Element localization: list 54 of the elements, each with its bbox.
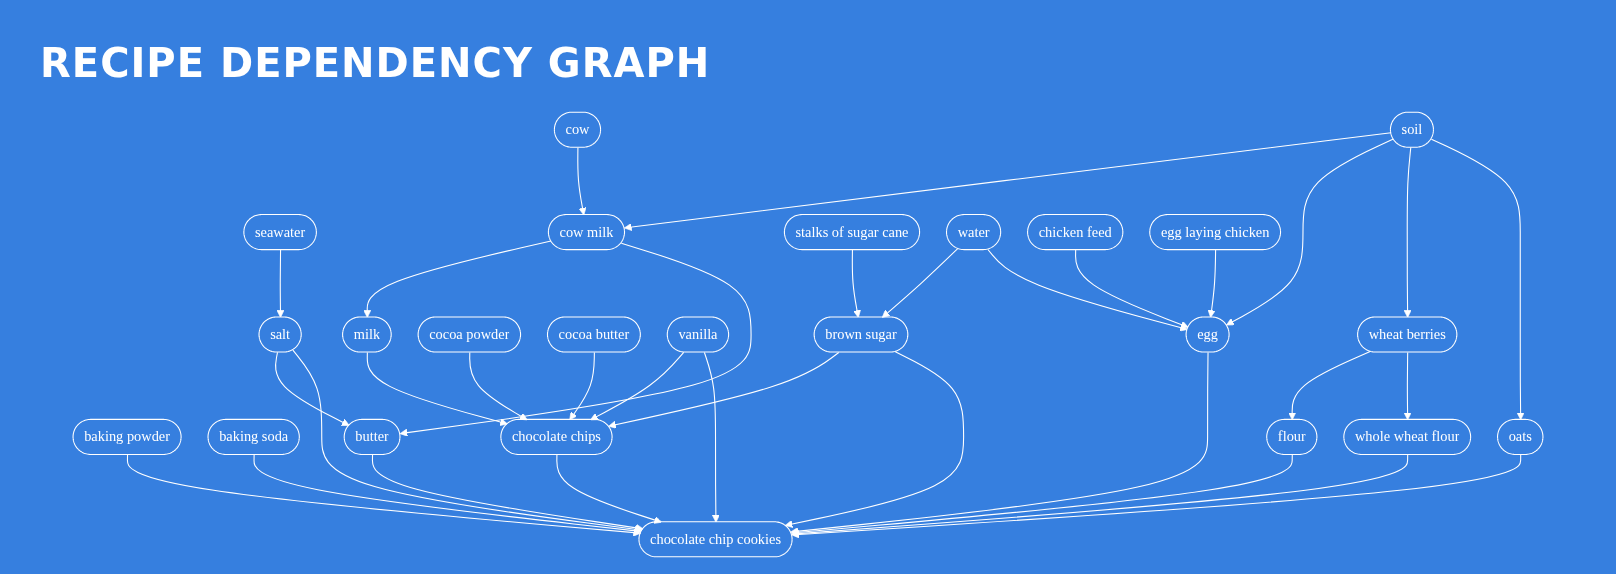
- arrow: [1207, 249, 1217, 318]
- arrow: [881, 248, 959, 318]
- node-text: cocoa powder: [429, 326, 510, 342]
- node-text: stalks of sugar cane: [795, 224, 909, 240]
- node-text: oats: [1508, 428, 1532, 445]
- arrow: [276, 249, 285, 318]
- arrow: [556, 454, 662, 524]
- arrow: [253, 454, 642, 535]
- node-text: flour: [1277, 428, 1306, 445]
- node-text: salt: [270, 326, 291, 342]
- arrow: [126, 454, 642, 537]
- arrow: [851, 249, 861, 318]
- node-text: baking soda: [219, 428, 289, 445]
- arrow: [371, 454, 644, 532]
- arrow: [366, 351, 508, 426]
- node-text: egg laying chicken: [1160, 224, 1270, 240]
- arrow: [469, 351, 528, 421]
- node-text: cocoa butter: [558, 326, 630, 342]
- node-text: seawater: [254, 224, 306, 240]
- arrow: [577, 147, 587, 216]
- node-text: vanilla: [678, 326, 718, 342]
- arrow: [399, 242, 752, 437]
- arrow: [569, 351, 595, 421]
- arrow: [608, 351, 840, 429]
- node-text: chicken feed: [1038, 224, 1112, 240]
- arrow: [1075, 249, 1189, 329]
- arrow: [275, 351, 350, 426]
- node-text: cow milk: [559, 224, 614, 240]
- arrow: [703, 351, 720, 523]
- arrow: [590, 351, 685, 421]
- arrow: [1403, 147, 1412, 318]
- diagram-title: RECIPE DEPENDENCY GRAPH: [40, 40, 711, 86]
- node-text: wheat berries: [1368, 326, 1446, 342]
- arrow: [791, 454, 1522, 539]
- node-text: egg: [1197, 326, 1218, 342]
- arrow: [987, 249, 1188, 332]
- node-text: whole wheat flour: [1354, 428, 1460, 445]
- node-text: chocolate chips: [511, 428, 601, 445]
- node-text: baking powder: [84, 428, 170, 445]
- node-text: butter: [355, 428, 389, 445]
- arrow: [363, 240, 552, 318]
- node-text: water: [957, 224, 990, 240]
- arrow: [784, 351, 965, 528]
- arrow: [624, 132, 1392, 231]
- arrow: [292, 349, 643, 534]
- arrow: [1226, 138, 1394, 326]
- node-text: milk: [353, 326, 381, 342]
- node-text: soil: [1401, 121, 1423, 137]
- arrow: [1430, 138, 1525, 421]
- node-text: cow: [565, 121, 590, 137]
- arrow: [1288, 351, 1371, 421]
- node-text: chocolate chip cookies: [650, 531, 781, 547]
- arrow: [1403, 351, 1412, 421]
- node-text: brown sugar: [825, 326, 897, 342]
